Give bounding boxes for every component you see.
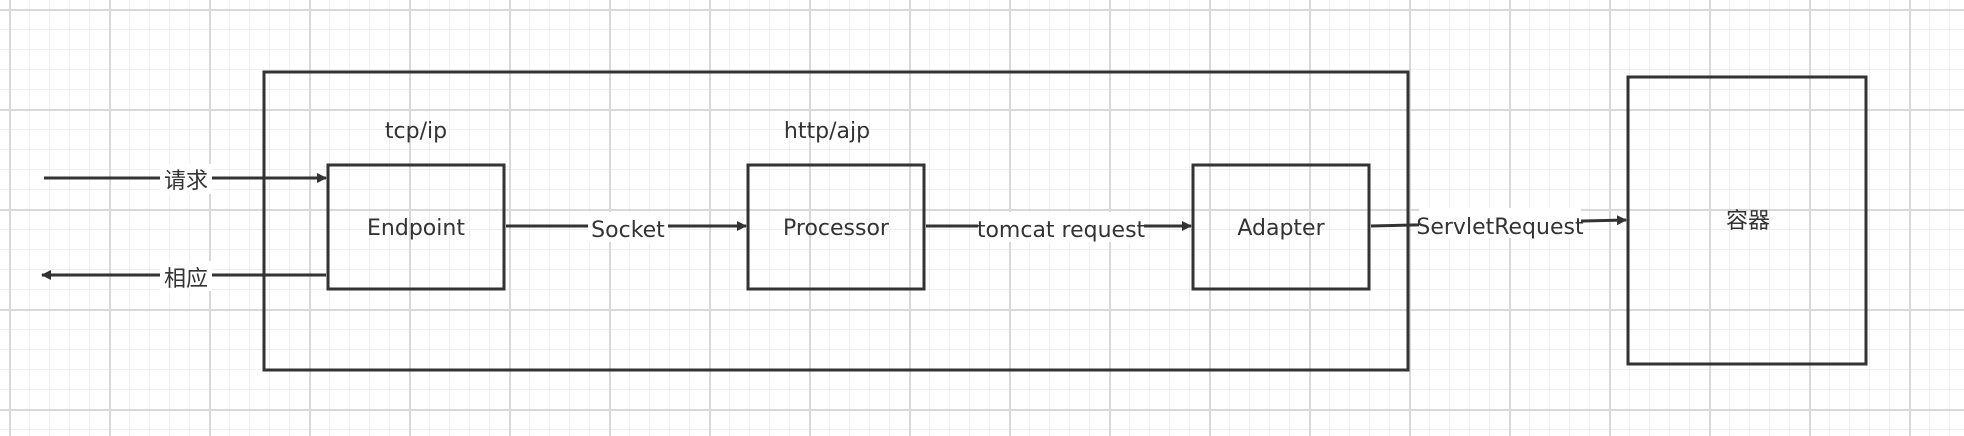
tcp-ip-label: tcp/ip xyxy=(385,119,447,144)
http-ajp-label: http/ajp xyxy=(784,119,870,144)
tomcat-request-label: tomcat request xyxy=(977,218,1146,243)
request-label-bg xyxy=(160,164,212,194)
adapter-box xyxy=(1191,163,1371,291)
processor-box xyxy=(746,163,926,291)
container-box xyxy=(1626,75,1868,366)
endpoint-box xyxy=(326,163,506,291)
response-label-bg xyxy=(160,261,212,291)
response-label: 相应 xyxy=(164,267,208,292)
servlet-request-label-bg xyxy=(1419,208,1581,238)
request-label: 请求 xyxy=(164,169,208,194)
socket-label: Socket xyxy=(591,218,665,243)
container-label: 容器 xyxy=(1726,209,1770,234)
endpoint-label: Endpoint xyxy=(367,216,465,241)
tomcat-request-label-bg xyxy=(978,212,1144,242)
servlet-request-label: ServletRequest xyxy=(1416,215,1584,240)
adapter-label: Adapter xyxy=(1237,216,1325,241)
socket-label-bg xyxy=(588,212,668,242)
processor-label: Processor xyxy=(783,216,890,241)
connector-frame xyxy=(262,70,1410,372)
